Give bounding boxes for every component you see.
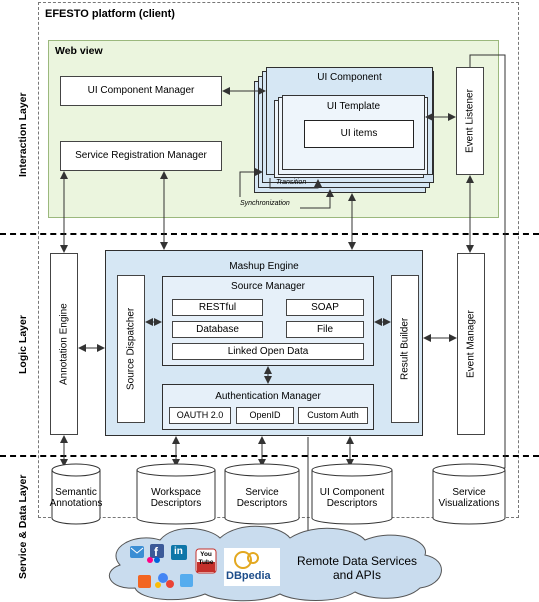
youtube-icon xyxy=(195,548,217,574)
mashup-engine-title: Mashup Engine xyxy=(229,261,299,273)
event-listener-loop xyxy=(469,54,506,469)
sync-connector xyxy=(239,168,263,197)
store-ui-component-descriptors: UI Component Descriptors xyxy=(319,486,385,510)
synchronization-label: Synchronization xyxy=(240,200,290,207)
ui-template-title: UI Template xyxy=(326,101,381,113)
transition-connector xyxy=(269,178,322,189)
platform-title: EFESTO platform (client) xyxy=(45,8,175,20)
cylinder-workspace-descriptors xyxy=(136,463,216,525)
flickr-icon xyxy=(147,557,160,563)
openid-box: OpenID xyxy=(236,407,294,424)
custom-auth-box: Custom Auth xyxy=(298,407,368,424)
oauth-box: OAUTH 2.0 xyxy=(169,407,231,424)
authentication-manager-title: Authentication Manager xyxy=(215,391,321,403)
remote-services-text: Remote Data Services and APIs xyxy=(296,554,418,582)
email-icon xyxy=(130,546,144,558)
ui-items: UI items xyxy=(304,120,414,148)
ui-component-manager: UI Component Manager xyxy=(60,76,222,106)
store-service-descriptors: Service Descriptors xyxy=(236,486,288,510)
store-semantic-annotations: Semantic Annotations xyxy=(49,486,103,510)
database-box: Database xyxy=(172,321,263,338)
cylinder-service-descriptors xyxy=(224,463,300,525)
youtube-icon-label: You Tube xyxy=(198,551,214,567)
dbpedia-label: DBpedia xyxy=(226,570,271,582)
sync-connector-2 xyxy=(300,189,334,209)
linked-open-data-box: Linked Open Data xyxy=(172,343,364,360)
rss-icon xyxy=(138,575,151,588)
twitter-icon xyxy=(180,574,193,587)
cylinder-ui-component-descriptors xyxy=(311,463,393,525)
svg-text:f: f xyxy=(154,545,159,559)
facebook-icon: f xyxy=(150,544,164,559)
web-view-title: Web view xyxy=(55,45,103,57)
service-registration-manager: Service Registration Manager xyxy=(60,141,222,171)
linkedin-icon-label: in xyxy=(174,546,183,557)
separator-bottom xyxy=(0,455,539,457)
soap-box: SOAP xyxy=(286,299,364,316)
store-service-visualizations: Service Visualizations xyxy=(438,486,500,510)
file-box: File xyxy=(286,321,364,338)
restful-box: RESTful xyxy=(172,299,263,316)
separator-top xyxy=(0,233,539,235)
store-workspace-descriptors: Workspace Descriptors xyxy=(150,486,202,510)
linkedin-icon xyxy=(171,545,187,560)
source-manager-title: Source Manager xyxy=(231,281,305,293)
google-icon xyxy=(155,573,174,588)
cylinder-semantic-annotations xyxy=(51,463,101,525)
ui-component-title: UI Component xyxy=(317,72,382,84)
transition-label: Transition xyxy=(276,179,307,186)
cylinder-service-visualizations xyxy=(432,463,506,525)
dbpedia-logo xyxy=(224,548,280,586)
